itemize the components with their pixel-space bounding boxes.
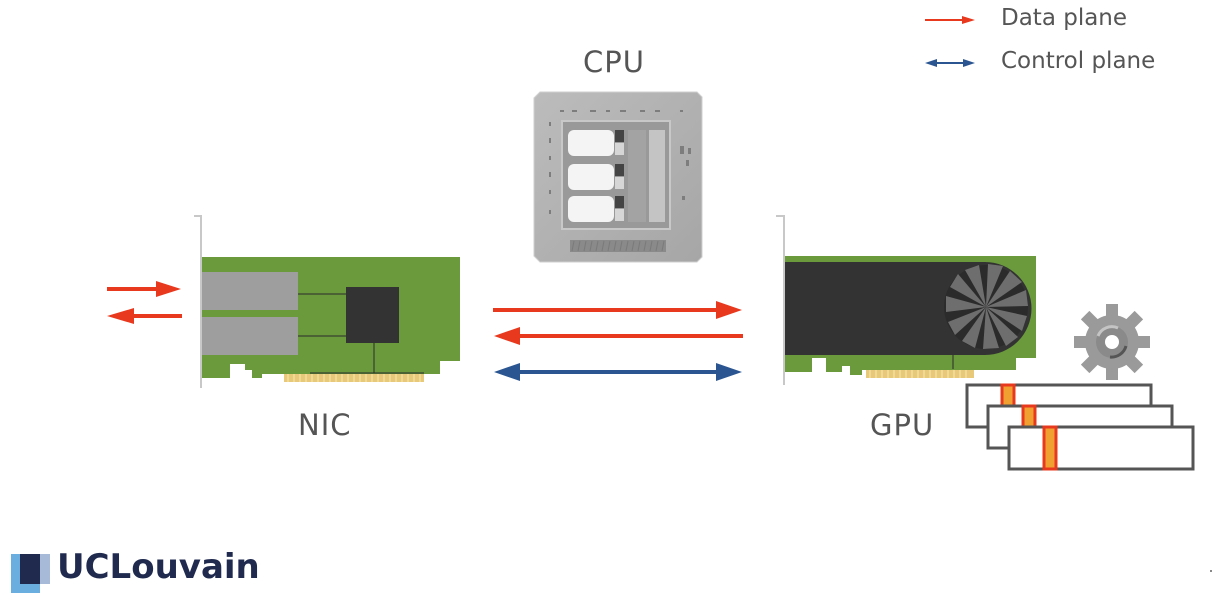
nic-egress-arrow [107, 308, 182, 324]
legend-control-plane-arrow [925, 59, 975, 67]
nic-label: NIC [298, 408, 352, 442]
uclouvain-logo-text: UCLouvain [57, 547, 260, 587]
legend-data-plane-label: Data plane [1001, 5, 1128, 31]
gpu-to-nic-data-arrow [494, 327, 743, 345]
control-plane-bidirectional-arrow [494, 363, 742, 381]
gpu-card [776, 215, 1036, 385]
corner-dot [1210, 570, 1212, 572]
gpu-fan-icon [944, 264, 1028, 349]
nic-ingress-arrow [107, 281, 181, 297]
uclouvain-logo-mark [11, 554, 50, 593]
legend-data-plane-arrow [925, 16, 975, 24]
legend-control-plane-label: Control plane [1001, 48, 1156, 74]
task-block [1007, 425, 1195, 471]
gear-icon [1074, 304, 1150, 380]
nic-to-gpu-data-arrow [493, 301, 742, 319]
task-stack [965, 383, 1195, 471]
cpu-label: CPU [583, 45, 645, 79]
gpu-label: GPU [870, 408, 935, 442]
cpu-chip [533, 91, 703, 263]
nic-card [194, 215, 460, 388]
